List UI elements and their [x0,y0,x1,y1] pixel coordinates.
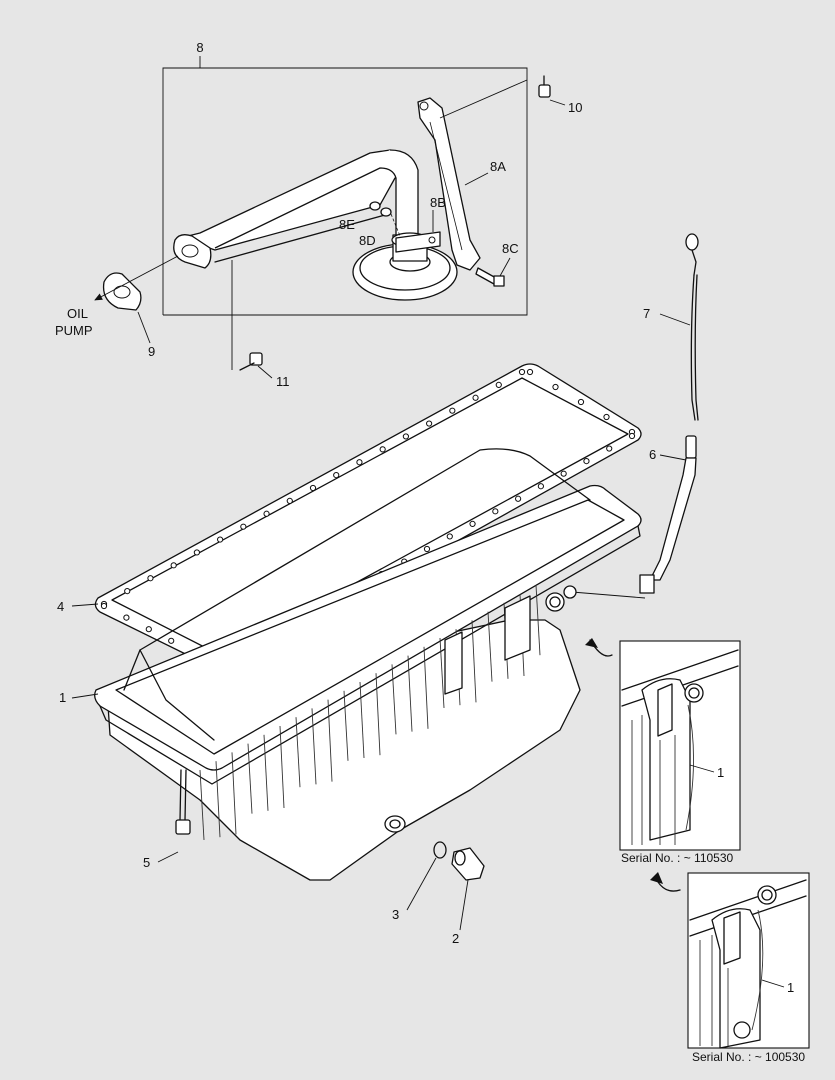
gasket-bolt-hole [495,381,502,388]
o-ring [406,841,447,911]
oil-pan-rib [327,699,333,782]
oil-pan-rib [423,646,429,729]
gasket-bolt-hole [446,533,453,540]
gasket-bolt-hole [240,523,247,530]
gasket-bolt-hole [356,459,363,466]
serial-label-110530: Serial No. : ~ 110530 [621,851,734,865]
callout-8d: 8D [359,233,376,248]
callout-11: 11 [276,374,290,389]
gasket-bolt-hole [560,470,567,477]
gasket-bolt-hole [472,394,479,401]
callout-8e: 8E [339,217,355,232]
gasket-bolt-hole [145,626,152,633]
callout-6: 6 [649,447,656,462]
oil-pan-rib [487,611,493,682]
bolt-8c [475,267,505,287]
gasket-bolt-hole [469,520,476,527]
oil-pan [71,448,642,881]
detail-view-110530 [619,640,741,851]
gasket-bolt-hole [263,510,270,517]
oil-pan-rib [535,585,541,656]
gasket-bolt-hole [379,446,386,453]
gasket-bolt-hole [492,508,499,515]
oil-pan-rib [279,725,285,809]
callout-8c: 8C [502,241,519,256]
bracket [417,97,481,271]
gasket-bolt-hole [426,420,433,427]
dipstick-tube [571,435,697,599]
gasket-bolt-hole [526,368,534,376]
detail-view-100530 [687,872,810,1049]
oil-pan-rib [343,690,349,761]
gasket-bolt-hole [309,484,317,492]
dipstick [659,233,699,421]
oil-strainer-assembly-frame [162,56,528,316]
gasket-bolt-hole [286,497,293,504]
oil-pan-ribs [199,585,541,841]
gasket-bolt-hole [124,588,131,595]
drain-plug [451,847,485,931]
callout-10: 10 [568,100,582,115]
callout-3: 3 [392,907,399,922]
detail-arrowhead-b [650,872,663,884]
gasket-bolt-hole [123,614,130,621]
oil-pan-rib [263,734,269,811]
callout-1: 1 [59,690,66,705]
gasket-bolt-hole [577,398,585,406]
gasket-bolt-hole [170,562,177,569]
serial-label-100530: Serial No. : ~ 100530 [692,1050,805,1064]
gasket-bolt-hole [628,432,636,440]
suction-pipe [173,149,458,301]
gasket-9 [102,272,142,311]
callout-8a: 8A [490,159,506,174]
gasket-bolt-hole [168,637,175,644]
gasket-bolt-hole [100,602,108,610]
assembly-leaders [94,79,566,379]
callout-2: 2 [452,931,459,946]
detail-arrowhead-a [585,638,598,648]
oil-pan-rib [311,708,317,785]
callout-5: 5 [143,855,150,870]
oil-pan-rib [375,673,381,756]
gasket-bolt-hole [193,549,200,556]
oil-label: OIL [67,306,88,321]
oil-pan-rib [471,620,477,703]
callout-1-detail-b: 1 [787,980,794,995]
bolt-11 [239,352,263,371]
gasket-bolt-hole [537,483,544,490]
oil-pan-rib [407,655,413,732]
gasket-bolt-hole [423,545,431,553]
oil-pan-rib [439,637,445,709]
gasket-bolt-hole [449,407,456,414]
callout-9: 9 [148,344,155,359]
oil-pan-rib [199,769,205,841]
gasket-bolt-hole [552,383,559,391]
gasket-bolt-hole [583,458,590,465]
oil-pan-rib [215,761,221,838]
callout-7: 7 [643,306,650,321]
oil-pan-rib [231,752,237,835]
gasket-bolt-hole [402,433,409,440]
callout-1-detail-a: 1 [717,765,724,780]
gasket-bolt-hole [603,413,610,421]
bolt-5 [157,769,191,863]
oil-pan-rib [247,743,253,814]
gasket-bolt-hole [515,495,522,502]
gasket-bolt-hole [518,368,526,376]
gasket-bolt-hole [147,575,154,582]
nut-8e [369,201,401,237]
callout-8b: 8B [430,195,446,210]
gasket-bolt-hole [217,536,224,543]
oil-pan-rib [295,717,301,788]
gasket-bolt-hole [606,445,613,452]
oil-pan-rib [359,681,365,759]
oil-pan-rib [391,664,397,735]
bolt-10 [538,75,551,98]
callout-4: 4 [57,599,64,614]
pump-label: PUMP [55,323,93,338]
callout-8: 8 [196,40,203,55]
gasket-bolt-hole [333,472,340,479]
